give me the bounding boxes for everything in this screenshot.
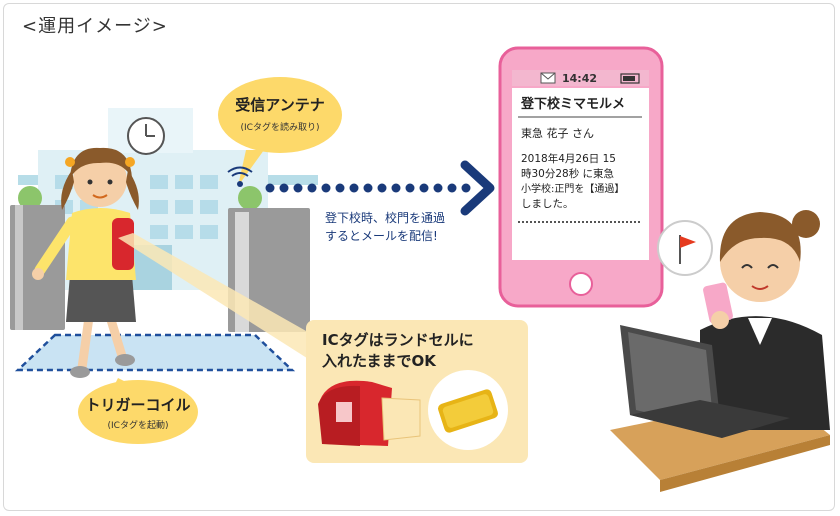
ic-tag-note-line2: 入れたままでOK — [322, 352, 437, 370]
smartphone: 14:42 登下校ミマモルメ 東急 花子 さん 2018年4月26日 15 時3… — [498, 46, 664, 308]
delivery-caption-line2: するとメールを配信! — [325, 229, 438, 243]
mail-body-line2: 時30分28秒 に東急 — [521, 167, 614, 180]
trigger-coil-area — [18, 335, 292, 370]
antenna-subtitle: (ICタグを読み取り) — [241, 121, 320, 133]
antenna-title: 受信アンテナ — [235, 96, 324, 114]
status-time: 14:42 — [562, 72, 597, 85]
mail-icon — [540, 72, 556, 84]
delivery-caption-line1: 登下校時、校門を通過 — [325, 210, 445, 225]
antenna-bubble: 受信アンテナ (ICタグを読み取り) — [218, 77, 342, 186]
antenna-icon — [227, 166, 253, 187]
diagram-frame — [3, 3, 835, 511]
trigger-coil-subtitle: (ICタグを起動) — [108, 419, 169, 431]
ic-tag-beam — [118, 233, 322, 360]
mail-body-line3: 小学校:正門を【通過】 — [521, 182, 624, 195]
randoseru-bag — [318, 380, 421, 446]
mail-body-line4: しました。 — [521, 198, 574, 210]
mail-recipient: 東急 花子 さん — [521, 126, 594, 140]
parent-figure — [610, 210, 830, 492]
page-title: <運用イメージ> — [22, 16, 168, 37]
mail-body-line1: 2018年4月26日 15 — [521, 152, 616, 165]
mail-subject: 登下校ミマモルメ — [520, 96, 625, 112]
schoolgirl-figure — [32, 147, 139, 378]
delivery-arrow — [265, 160, 495, 216]
trigger-coil-bubble: トリガーコイル (ICタグを起動) — [78, 378, 198, 444]
notification-flag-icon — [657, 220, 713, 276]
ic-tag-note-panel: ICタグはランドセルに 入れたままでOK — [306, 320, 528, 463]
battery-icon — [620, 73, 640, 84]
trigger-coil-title: トリガーコイル — [85, 396, 190, 414]
ic-tag-note-line1: ICタグはランドセルに — [322, 331, 474, 349]
home-button — [569, 272, 593, 296]
